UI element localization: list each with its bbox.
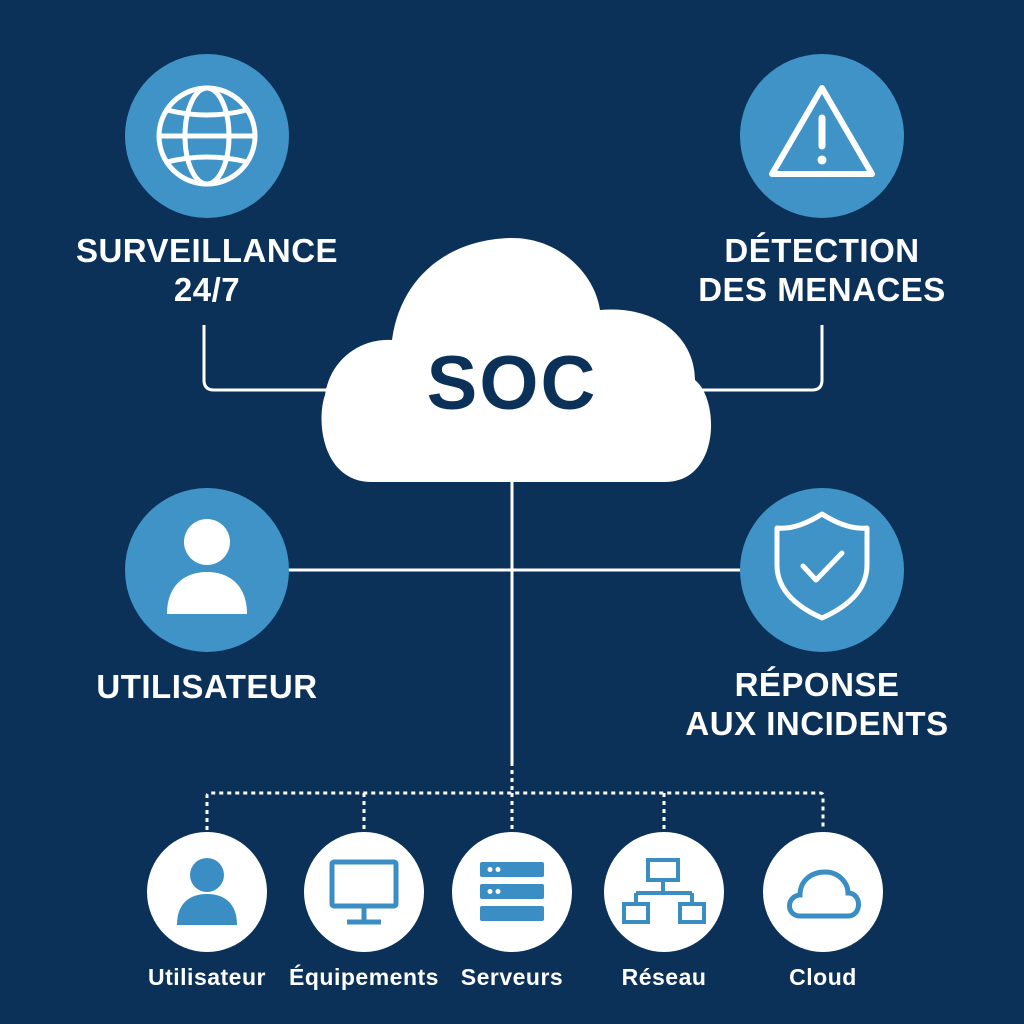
asset-cloud-node <box>763 832 883 952</box>
soc-title: SOC <box>426 341 598 426</box>
asset-serveurs-node <box>452 832 572 952</box>
user-label: UTILISATEUR <box>80 668 334 707</box>
connector-assets-dotted <box>205 762 825 830</box>
asset-reseau-node <box>604 832 724 952</box>
detection-label-line2: DES MENACES <box>698 270 946 308</box>
monitor-icon <box>329 859 399 925</box>
surveillance-label: SURVEILLANCE 24/7 <box>60 232 354 310</box>
detection-label: DÉTECTION DES MENACES <box>680 232 964 310</box>
shield-check-icon <box>774 511 870 621</box>
asset-equipements-node <box>304 832 424 952</box>
asset-label-utilisateur: Utilisateur <box>148 964 266 990</box>
response-node <box>740 488 904 652</box>
cloud-icon <box>787 869 861 919</box>
asset-label-serveurs: Serveurs <box>460 964 564 990</box>
globe-icon <box>156 85 258 187</box>
server-icon <box>480 862 544 921</box>
surveillance-label-line1: SURVEILLANCE <box>75 232 339 269</box>
asset-label-cloud: Cloud <box>789 964 857 990</box>
asset-label-equipements: Équipements <box>289 964 439 990</box>
response-label: RÉPONSE AUX INCIDENTS <box>670 666 964 744</box>
surveillance-node <box>125 54 289 218</box>
asset-label-reseau: Réseau <box>621 964 707 990</box>
detection-label-line1: DÉTECTION <box>724 232 920 269</box>
user-label-line1: UTILISATEUR <box>96 668 318 705</box>
network-icon <box>622 858 706 924</box>
soc-cloud <box>321 237 712 482</box>
user-node <box>125 488 289 652</box>
warning-triangle-icon <box>769 85 875 177</box>
detection-node <box>740 54 904 218</box>
connector-detection <box>695 325 824 392</box>
response-label-line2: AUX INCIDENTS <box>685 704 949 742</box>
connector-surveillance <box>202 325 330 392</box>
asset-utilisateur-node <box>147 832 267 952</box>
user-icon <box>167 519 247 614</box>
response-label-line1: RÉPONSE <box>734 666 900 703</box>
surveillance-label-line2: 24/7 <box>173 270 241 308</box>
connectors <box>202 325 825 830</box>
user-icon <box>177 858 237 925</box>
